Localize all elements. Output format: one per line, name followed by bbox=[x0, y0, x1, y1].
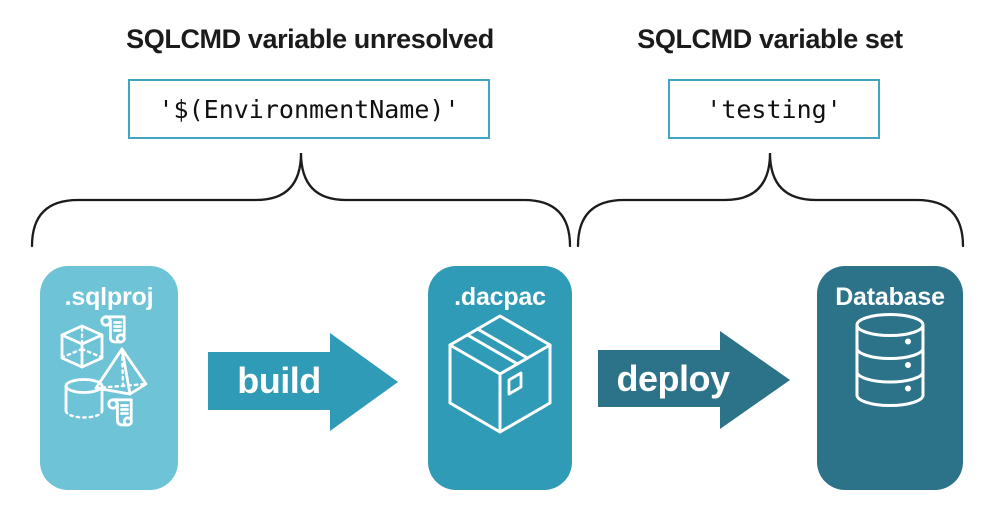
deploy-arrow-label: deploy bbox=[616, 357, 730, 399]
heading-set: SQLCMD variable set bbox=[637, 24, 903, 54]
script-scroll-icon bbox=[107, 398, 133, 427]
pyramid-icon bbox=[94, 347, 148, 396]
package-icon bbox=[448, 314, 552, 434]
deploy-arrow bbox=[598, 331, 790, 429]
deploy-arrow-shape bbox=[598, 331, 790, 429]
sql-objects-icon bbox=[60, 315, 148, 427]
build-arrow-shape bbox=[208, 333, 398, 431]
cube-icon bbox=[60, 324, 104, 369]
sqlproj-card-label: .sqlproj bbox=[64, 283, 154, 311]
database-card-label: Database bbox=[835, 283, 945, 311]
right-brace-icon bbox=[576, 152, 965, 248]
dacpac-card: .dacpac bbox=[428, 266, 572, 490]
database-icon bbox=[855, 313, 925, 407]
code-text-unresolved: '$(EnvironmentName)' bbox=[158, 94, 460, 124]
cylinder-icon bbox=[64, 378, 104, 419]
left-brace-icon bbox=[30, 152, 572, 248]
code-text-resolved: 'testing' bbox=[706, 94, 842, 124]
heading-unresolved: SQLCMD variable unresolved bbox=[126, 24, 494, 54]
dacpac-card-label: .dacpac bbox=[454, 283, 546, 311]
curly-braces bbox=[30, 152, 965, 248]
database-card: Database bbox=[817, 266, 963, 490]
sqlproj-card: .sqlproj bbox=[40, 266, 178, 490]
code-box-resolved: 'testing' bbox=[668, 79, 880, 139]
package-label-icon bbox=[507, 371, 523, 396]
script-scroll-icon bbox=[100, 315, 126, 344]
code-box-unresolved: '$(EnvironmentName)' bbox=[128, 79, 490, 139]
build-arrow-label: build bbox=[237, 360, 321, 401]
build-arrow bbox=[208, 333, 398, 431]
